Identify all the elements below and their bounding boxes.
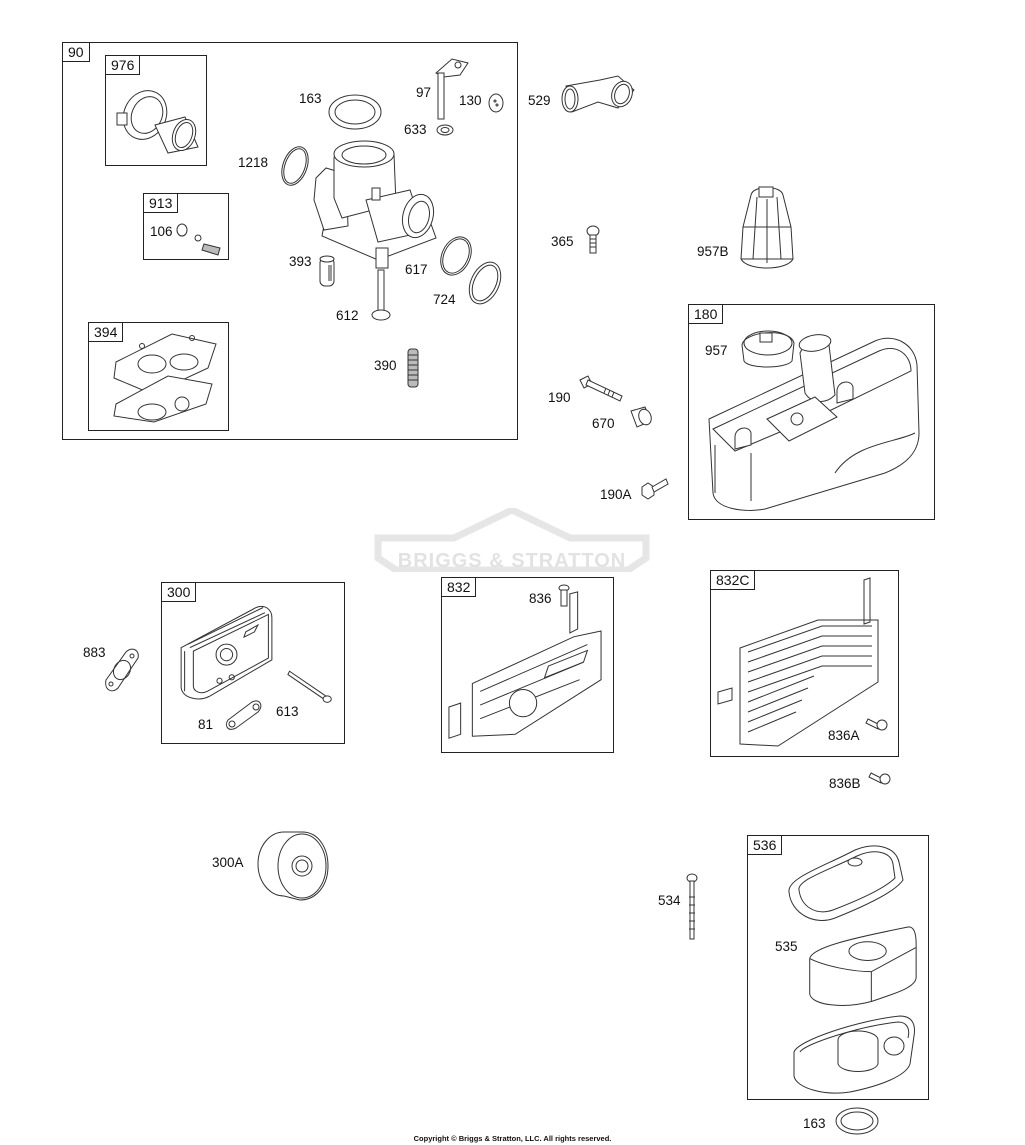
callout-190a[interactable]: 190A xyxy=(600,487,632,502)
callout-724[interactable]: 724 xyxy=(433,292,456,307)
part-1218-ring-drawing[interactable] xyxy=(279,143,311,189)
callout-613[interactable]: 613 xyxy=(276,704,299,719)
callout-1218[interactable]: 1218 xyxy=(238,155,269,170)
callout-529[interactable]: 529 xyxy=(528,93,551,108)
part-976-drawing[interactable] xyxy=(110,85,205,160)
part-81-plate-drawing[interactable] xyxy=(224,698,264,732)
part-534-screw-drawing[interactable] xyxy=(685,873,699,943)
callout-957b[interactable]: 957B xyxy=(697,244,729,259)
callout-163-lower[interactable]: 163 xyxy=(803,1116,826,1131)
callout-617[interactable]: 617 xyxy=(405,262,428,277)
group-300-frame: 300 xyxy=(161,582,345,744)
callout-130[interactable]: 130 xyxy=(459,93,482,108)
callout-393[interactable]: 393 xyxy=(289,254,312,269)
callout-534[interactable]: 534 xyxy=(658,893,681,908)
brand-watermark-text: BRIGGS & STRATTON xyxy=(397,550,627,572)
part-393-sleeve-drawing[interactable] xyxy=(318,255,338,289)
part-836-screw-drawing[interactable] xyxy=(558,584,570,608)
air-cleaner-base-drawing[interactable] xyxy=(790,1010,920,1094)
group-832c-frame: 832C xyxy=(710,570,899,757)
part-535-filter-drawing[interactable] xyxy=(806,922,918,1012)
callout-670[interactable]: 670 xyxy=(592,416,615,431)
group-913-tag[interactable]: 913 xyxy=(143,193,179,213)
part-836b-screw-drawing[interactable] xyxy=(869,769,891,785)
group-394-tag[interactable]: 394 xyxy=(88,322,124,342)
fuel-tank-drawing[interactable] xyxy=(705,333,927,513)
brand-watermark-logo xyxy=(374,508,650,572)
group-394-frame: 394 xyxy=(88,322,229,431)
part-613-rod-drawing[interactable] xyxy=(286,668,334,704)
callout-300a[interactable]: 300A xyxy=(212,855,244,870)
group-90-frame: 90 xyxy=(62,42,518,440)
part-97-shaft-drawing[interactable] xyxy=(432,55,472,121)
group-90-tag[interactable]: 90 xyxy=(62,42,90,62)
group-180-tag[interactable]: 180 xyxy=(688,304,724,324)
callout-957[interactable]: 957 xyxy=(705,343,728,358)
callout-365[interactable]: 365 xyxy=(551,234,574,249)
group-976-tag[interactable]: 976 xyxy=(105,55,141,75)
group-976-frame: 976 xyxy=(105,55,207,166)
group-536-frame: 536 xyxy=(747,835,929,1100)
part-957b-cap-drawing[interactable] xyxy=(737,183,797,275)
callout-535[interactable]: 535 xyxy=(775,939,798,954)
part-883-gasket-drawing[interactable] xyxy=(102,646,142,694)
part-163-ring-drawing[interactable] xyxy=(328,94,382,130)
copyright-notice: Copyright © Briggs & Stratton, LLC. All … xyxy=(413,1134,612,1143)
part-957-cap-drawing[interactable] xyxy=(738,327,798,369)
part-390-spring-drawing[interactable] xyxy=(406,347,420,389)
group-180-frame: 180 xyxy=(688,304,935,520)
part-190-bolt-drawing[interactable] xyxy=(578,374,626,404)
callout-883[interactable]: 883 xyxy=(83,645,106,660)
callout-106[interactable]: 106 xyxy=(150,224,173,239)
part-612-pin-drawing[interactable] xyxy=(370,268,394,324)
part-724-seal-drawing[interactable] xyxy=(464,259,506,307)
part-130-disc-drawing[interactable] xyxy=(487,92,505,114)
muffler-300-drawing[interactable] xyxy=(170,604,290,700)
muffler-300a-drawing[interactable] xyxy=(252,826,332,902)
callout-836a[interactable]: 836A xyxy=(828,728,860,743)
callout-81[interactable]: 81 xyxy=(198,717,214,732)
callout-163[interactable]: 163 xyxy=(299,91,322,106)
air-cleaner-cover-drawing[interactable] xyxy=(785,842,915,926)
arrestor-832c-drawing[interactable] xyxy=(718,576,888,746)
callout-190[interactable]: 190 xyxy=(548,390,571,405)
part-529-elbow-drawing[interactable] xyxy=(558,72,638,114)
callout-836b[interactable]: 836B xyxy=(829,776,861,791)
callout-97[interactable]: 97 xyxy=(416,85,432,100)
part-836a-screw-drawing[interactable] xyxy=(866,715,888,731)
callout-836[interactable]: 836 xyxy=(529,591,552,606)
part-617-ring-drawing[interactable] xyxy=(437,234,475,278)
group-300-tag[interactable]: 300 xyxy=(161,582,197,602)
group-536-tag[interactable]: 536 xyxy=(747,835,783,855)
group-913-frame: 913 xyxy=(143,193,229,260)
part-394-gasket-drawing[interactable] xyxy=(112,326,222,426)
callout-390[interactable]: 390 xyxy=(374,358,397,373)
callout-612[interactable]: 612 xyxy=(336,308,359,323)
group-832-frame: 832 xyxy=(441,577,614,753)
carburetor-body-drawing[interactable] xyxy=(306,138,446,278)
part-633-washer-drawing[interactable] xyxy=(435,123,455,137)
guard-832-drawing[interactable] xyxy=(445,590,605,746)
part-365-screw-drawing[interactable] xyxy=(585,225,601,255)
part-190a-bolt-drawing[interactable] xyxy=(640,475,670,501)
part-163-lower-ring-drawing[interactable] xyxy=(834,1106,880,1136)
part-670-spacer-drawing[interactable] xyxy=(627,405,655,429)
callout-633[interactable]: 633 xyxy=(404,122,427,137)
group-832c-tag[interactable]: 832C xyxy=(710,570,756,590)
group-832-tag[interactable]: 832 xyxy=(441,577,477,597)
part-913-drawing[interactable] xyxy=(176,222,226,256)
